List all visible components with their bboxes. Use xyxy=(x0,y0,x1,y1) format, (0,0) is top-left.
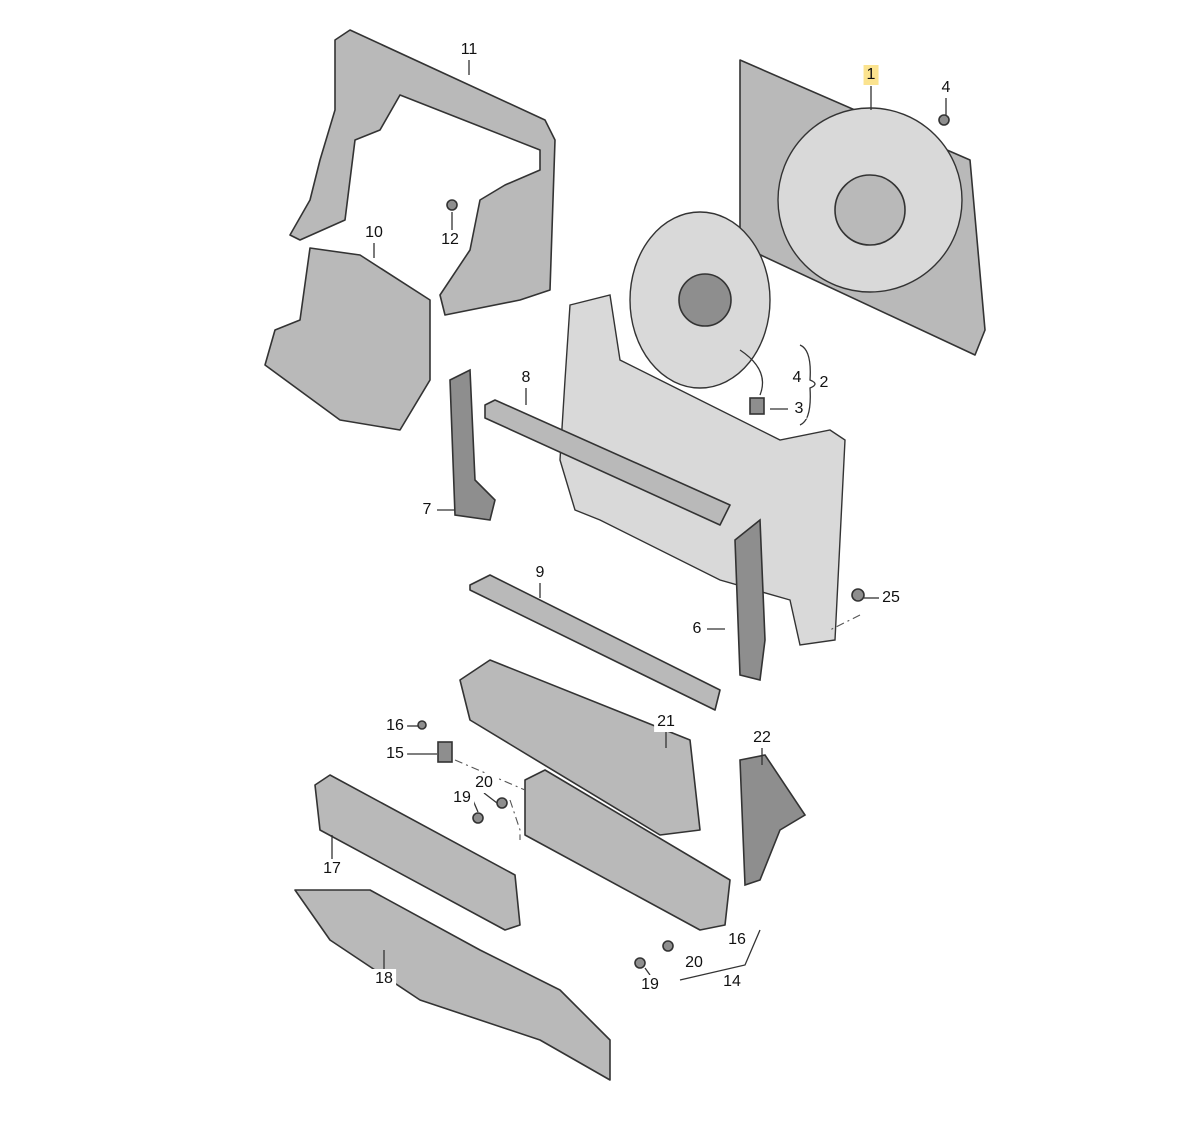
part-1-fan-hub-opening xyxy=(834,174,906,246)
callout-21[interactable]: 21 xyxy=(654,712,678,732)
callout-7[interactable]: 7 xyxy=(419,500,435,520)
callout-11[interactable]: 11 xyxy=(457,40,481,60)
callout-3[interactable]: 3 xyxy=(791,399,807,419)
callout-19[interactable]: 19 xyxy=(450,788,474,808)
callout-10[interactable]: 10 xyxy=(362,223,386,243)
callout-18[interactable]: 18 xyxy=(372,969,396,989)
part-7-side-seal[interactable] xyxy=(449,368,496,521)
callout-4[interactable]: 4 xyxy=(938,78,954,98)
callout-20[interactable]: 20 xyxy=(472,773,496,793)
callout-1[interactable]: 1 xyxy=(863,65,879,85)
part-11-air-duct[interactable] xyxy=(289,29,556,316)
callout-9[interactable]: 9 xyxy=(532,563,548,583)
callout-14[interactable]: 14 xyxy=(720,972,744,992)
part-19-screw[interactable] xyxy=(472,812,484,824)
part-20-nut-lower[interactable] xyxy=(662,940,674,952)
part-10-air-guide[interactable] xyxy=(264,247,431,431)
callout-6[interactable]: 6 xyxy=(689,619,705,639)
part-17-frame[interactable] xyxy=(314,774,521,931)
callout-16-lower[interactable]: 16 xyxy=(725,930,749,950)
part-18-deflector[interactable] xyxy=(294,889,611,1081)
part-22-bracket[interactable] xyxy=(739,754,807,887)
callout-4-fan[interactable]: 4 xyxy=(789,368,805,388)
part-6-side-seal[interactable] xyxy=(734,518,766,681)
part-15-bracket[interactable] xyxy=(437,741,453,763)
callout-15[interactable]: 15 xyxy=(383,744,407,764)
part-25-screw[interactable] xyxy=(851,588,865,602)
part-14-air-shutter[interactable] xyxy=(524,769,731,931)
callout-25[interactable]: 25 xyxy=(879,588,903,608)
callout-12[interactable]: 12 xyxy=(438,230,462,250)
callout-22[interactable]: 22 xyxy=(750,728,774,748)
part-21-air-guide[interactable] xyxy=(459,659,701,836)
part-9-seal[interactable] xyxy=(469,574,721,711)
part-16-screw[interactable] xyxy=(417,720,427,730)
part-3-connector[interactable] xyxy=(749,397,765,415)
part-20-nut[interactable] xyxy=(496,797,508,809)
part-19-screw-lower[interactable] xyxy=(634,957,646,969)
callout-17[interactable]: 17 xyxy=(320,859,344,879)
callout-20-lower[interactable]: 20 xyxy=(682,953,706,973)
part-12-screw[interactable] xyxy=(446,199,458,211)
part-4-screw[interactable] xyxy=(938,114,950,126)
callout-2[interactable]: 2 xyxy=(816,373,832,393)
callout-8[interactable]: 8 xyxy=(518,368,534,388)
part-2-fan-motor xyxy=(678,273,732,327)
part-8-seal-strip[interactable] xyxy=(484,399,731,526)
callout-19-lower[interactable]: 19 xyxy=(638,975,662,995)
callout-16[interactable]: 16 xyxy=(383,716,407,736)
lock-carrier[interactable] xyxy=(559,294,846,646)
